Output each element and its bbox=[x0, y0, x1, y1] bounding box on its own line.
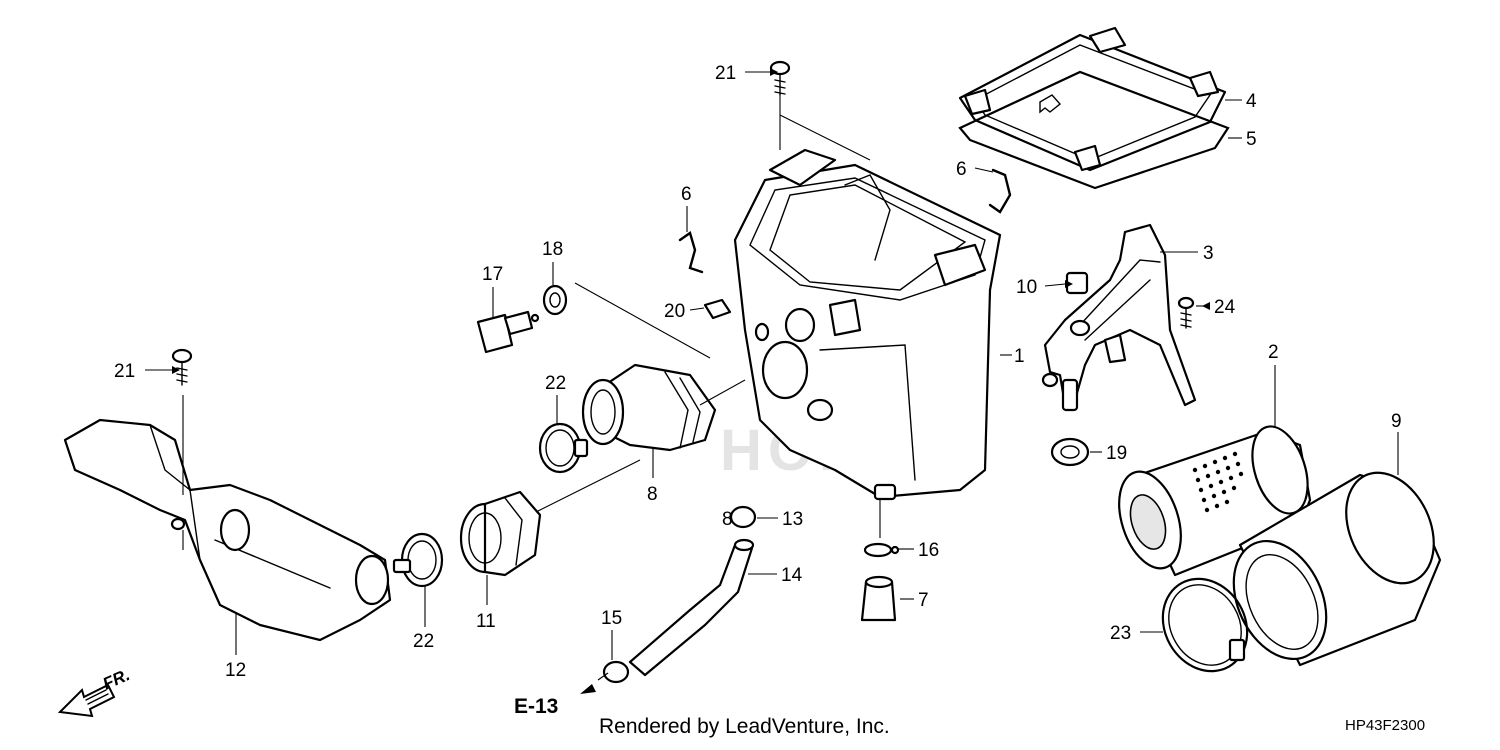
case-bracket bbox=[1041, 223, 1197, 412]
sensor-connector bbox=[476, 310, 540, 354]
callout-2: 2 bbox=[1268, 342, 1279, 363]
callout-12: 12 bbox=[225, 660, 246, 681]
drain-plug-ring bbox=[729, 505, 757, 529]
callout-18: 18 bbox=[542, 239, 563, 260]
callout-21-left: 21 bbox=[114, 361, 135, 382]
intake-joint bbox=[459, 490, 542, 577]
callout-17: 17 bbox=[482, 264, 503, 285]
credit-text: Rendered by LeadVenture, Inc. bbox=[599, 715, 890, 738]
callout-23: 23 bbox=[1110, 623, 1131, 644]
tapping-screw bbox=[1177, 296, 1195, 329]
diagram-code: HP43F2300 bbox=[1345, 717, 1425, 734]
tube-band-upper bbox=[538, 422, 589, 474]
hose-clip-right bbox=[988, 168, 1012, 214]
air-cleaner-case bbox=[733, 148, 1002, 501]
callout-20: 20 bbox=[664, 301, 685, 322]
callout-15: 15 bbox=[601, 608, 622, 629]
callout-6-middle: 6 bbox=[681, 184, 692, 205]
callout-19: 19 bbox=[1106, 443, 1127, 464]
leader-arrows bbox=[172, 68, 1210, 374]
callout-9: 9 bbox=[1391, 411, 1402, 432]
callout-13: 13 bbox=[782, 509, 803, 530]
connecting-tube bbox=[581, 363, 717, 452]
callout-14: 14 bbox=[781, 565, 803, 586]
arrow-icon bbox=[580, 684, 596, 694]
callout-labels: 1 2 3 4 5 6 6 7 8 8 9 10 11 12 13 14 15 … bbox=[114, 63, 1402, 681]
tube-clip bbox=[863, 542, 900, 558]
callout-10: 10 bbox=[1016, 277, 1037, 298]
sensor-grommet bbox=[542, 284, 568, 316]
section-reference: E-13 bbox=[514, 672, 609, 718]
drain-tube bbox=[628, 538, 755, 677]
front-label: FR. bbox=[100, 665, 133, 693]
inlet-duct bbox=[63, 418, 392, 642]
callout-5: 5 bbox=[1246, 129, 1257, 150]
callout-1: 1 bbox=[1014, 346, 1025, 367]
grommet bbox=[1050, 437, 1090, 467]
joint-band-lower bbox=[392, 532, 444, 588]
callout-4: 4 bbox=[1246, 91, 1257, 112]
clip-nut bbox=[703, 298, 732, 320]
drain-plug bbox=[860, 575, 897, 622]
callout-22-upper: 22 bbox=[545, 373, 566, 394]
callout-21-top: 21 bbox=[715, 63, 736, 84]
callout-7: 7 bbox=[918, 590, 929, 611]
outer-filter bbox=[1232, 471, 1442, 667]
callout-24: 24 bbox=[1214, 297, 1236, 318]
leader-lines bbox=[145, 71, 1399, 660]
callout-6-right: 6 bbox=[956, 159, 967, 180]
callout-22-lower: 22 bbox=[413, 631, 434, 652]
cover-gasket bbox=[958, 70, 1230, 190]
bolt-left bbox=[171, 348, 193, 386]
bolt-top bbox=[769, 60, 791, 96]
case-cover bbox=[958, 26, 1227, 172]
filter-band bbox=[1161, 577, 1249, 673]
section-ref-label: E-13 bbox=[514, 695, 558, 718]
drain-tube-clip bbox=[602, 660, 630, 684]
callout-16: 16 bbox=[918, 540, 939, 561]
callout-3: 3 bbox=[1203, 243, 1214, 264]
callout-8-ring: 8 bbox=[722, 509, 733, 530]
callout-11: 11 bbox=[476, 611, 496, 632]
air-filter-element bbox=[1118, 425, 1312, 577]
callout-8-tube: 8 bbox=[647, 484, 658, 505]
hose-clip-middle bbox=[678, 231, 704, 274]
front-direction: FR. bbox=[57, 665, 133, 718]
